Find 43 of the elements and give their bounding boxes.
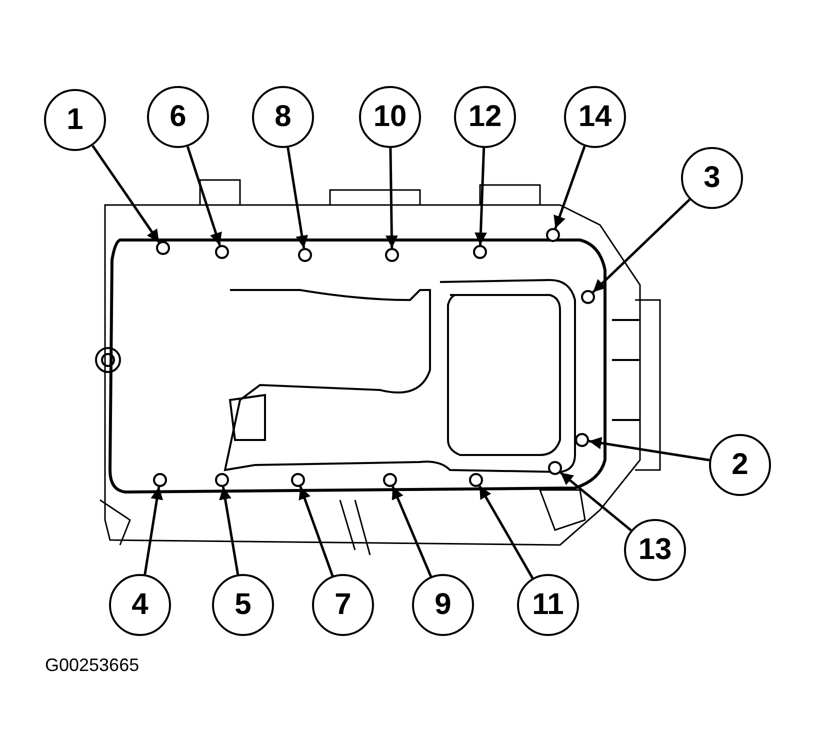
- bolt: [215, 473, 229, 487]
- callout-number: 2: [709, 434, 771, 496]
- bolt: [385, 248, 399, 262]
- leader-arrow: [298, 486, 334, 576]
- bolt: [383, 473, 397, 487]
- bolt: [546, 228, 560, 242]
- callout-number: 12: [454, 86, 516, 148]
- bolt: [575, 433, 589, 447]
- callout-number: 4: [109, 574, 171, 636]
- callout-number: 3: [681, 147, 743, 209]
- bolt: [581, 290, 595, 304]
- figure-code: G00253665: [45, 655, 140, 676]
- bolt: [298, 248, 312, 262]
- bolt: [469, 473, 483, 487]
- callout-number: 5: [212, 574, 274, 636]
- callout-number: 8: [252, 86, 314, 148]
- leader-arrow: [186, 146, 222, 246]
- bolt: [215, 245, 229, 259]
- leader-arrow: [554, 146, 586, 229]
- leader-arrow: [592, 198, 690, 294]
- leader-arrow: [92, 144, 160, 243]
- bolt: [548, 461, 562, 475]
- leader-arrow: [144, 486, 164, 575]
- bolt: [153, 473, 167, 487]
- leader-arrow: [286, 147, 308, 248]
- callout-number: 6: [147, 86, 209, 148]
- leader-arrow: [385, 148, 398, 248]
- bolt: [291, 473, 305, 487]
- leader-arrow: [474, 148, 487, 246]
- callout-number: 9: [412, 574, 474, 636]
- bolt: [473, 245, 487, 259]
- callout-number: 11: [517, 574, 579, 636]
- bolt: [156, 241, 170, 255]
- leader-arrow: [588, 436, 710, 462]
- callout-number: 14: [564, 86, 626, 148]
- leader-arrow: [219, 486, 240, 575]
- leader-arrow: [392, 486, 432, 577]
- leader-arrow: [478, 485, 534, 579]
- callout-number: 7: [312, 574, 374, 636]
- leader-arrow: [560, 471, 632, 532]
- callout-number: 10: [359, 86, 421, 148]
- callout-number: 13: [624, 519, 686, 581]
- callout-number: 1: [44, 89, 106, 151]
